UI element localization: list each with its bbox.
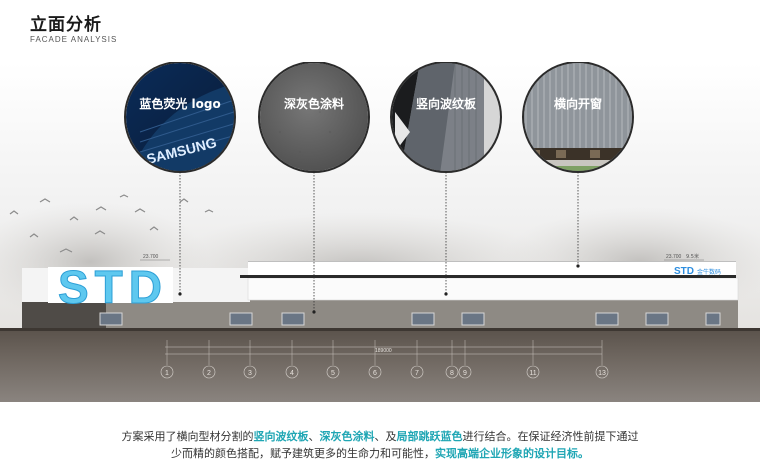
grid-axis-bubble xyxy=(595,365,609,379)
level-mark-left: 23.700 xyxy=(143,254,159,260)
callout-label-4: 横向开窗 xyxy=(554,96,602,111)
caption-text: 、 xyxy=(308,430,320,443)
dimension-total: 189000 xyxy=(375,348,392,354)
grid-axis-bubble xyxy=(526,365,540,379)
grid-axis-label: 11 xyxy=(529,370,536,377)
ground-line xyxy=(0,328,760,331)
level-mark-right-sub: 9.5米 xyxy=(686,253,699,260)
grid-axis-bubble xyxy=(410,365,424,379)
page-subtitle: FACADE ANALYSIS xyxy=(30,35,118,44)
grid-axis-bubble xyxy=(445,365,459,379)
callout-dark-grey-paint: 深灰色涂料 xyxy=(258,62,370,173)
dimension-lines xyxy=(165,346,602,355)
leader-lines xyxy=(179,172,579,312)
caption-line-2: 少而精的颜色搭配，赋予建筑更多的生命力和可能性，实现高端企业形象的设计目标。 xyxy=(0,445,760,462)
caption-highlight: 深灰色涂料 xyxy=(319,430,375,443)
signage-right-sub: 金牛数码 xyxy=(697,268,721,276)
caption-text: 进行结合。在保证经济性前提下通过 xyxy=(462,430,639,443)
building-base-dark xyxy=(22,300,106,328)
grid-axis-bubble xyxy=(243,365,257,379)
ground xyxy=(0,330,760,402)
grid-axis-label: 13 xyxy=(598,370,606,377)
grid-axis-bubble xyxy=(285,365,299,379)
roof-stripe xyxy=(248,261,736,262)
grid-axis: 1 2 3 4 5 6 7 8 9 11 13 xyxy=(160,340,609,379)
grid-axis-label: 7 xyxy=(415,370,419,377)
grid-axis-label: 9 xyxy=(463,370,467,377)
grid-axis-bubble xyxy=(368,365,382,379)
building-base xyxy=(22,300,738,328)
base-windows xyxy=(99,312,721,326)
grid-axis-bubble xyxy=(326,365,340,379)
grid-axis-label: 6 xyxy=(373,370,377,377)
grid-axis-label: 1 xyxy=(165,370,169,377)
caption-text: 少而精的颜色搭配，赋予建筑更多的生命力和可能性， xyxy=(171,447,435,460)
caption: 方案采用了横向型材分割的竖向波纹板、深灰色涂料、及局部跳跃蓝色进行结合。在保证经… xyxy=(0,428,760,462)
caption-line-1: 方案采用了横向型材分割的竖向波纹板、深灰色涂料、及局部跳跃蓝色进行结合。在保证经… xyxy=(0,428,760,445)
caption-highlight: 实现高端企业形象的设计目标。 xyxy=(435,447,589,460)
caption-text: 方案采用了横向型材分割的 xyxy=(121,430,254,443)
grid-axis-label: 5 xyxy=(331,370,335,377)
callout-vertical-corrugated-panel: 竖向波纹板 xyxy=(390,62,502,173)
callout-label-2: 深灰色涂料 xyxy=(284,96,344,111)
birds xyxy=(9,194,214,253)
facade-illustration: STD STD 金牛数码 23.700 23.700 9.5米 189000 1… xyxy=(0,62,760,402)
building-roof-cap xyxy=(248,261,736,275)
grid-axis-label: 2 xyxy=(207,370,211,377)
callout-horizontal-windows: 横向开窗 xyxy=(522,62,634,173)
building-upper xyxy=(247,277,739,301)
grid-axis-bubble xyxy=(202,365,216,379)
caption-highlight: 竖向波纹板 xyxy=(253,430,309,443)
callout-label-3: 竖向波纹板 xyxy=(416,96,477,111)
grid-axis-bubble xyxy=(160,365,174,379)
callout-label-1: 蓝色荧光 logo xyxy=(139,96,220,111)
grid-axis-bubble xyxy=(458,365,472,379)
building-podium-left xyxy=(48,267,173,303)
grid-axis-label: 4 xyxy=(290,370,294,377)
building-roof-line xyxy=(240,275,736,278)
caption-highlight: 局部跳跃蓝色 xyxy=(396,430,463,443)
level-mark-right: 23.700 xyxy=(666,254,682,260)
page-title: 立面分析 xyxy=(30,15,102,35)
caption-text: 、及 xyxy=(374,430,397,443)
signage-right: STD xyxy=(674,266,694,277)
grid-axis-label: 3 xyxy=(248,370,252,377)
grid-axis-label: 8 xyxy=(450,370,454,377)
callout-blue-logo: SAMSUNG 蓝色荧光 logo xyxy=(124,62,236,173)
signage-left: STD xyxy=(58,261,168,313)
